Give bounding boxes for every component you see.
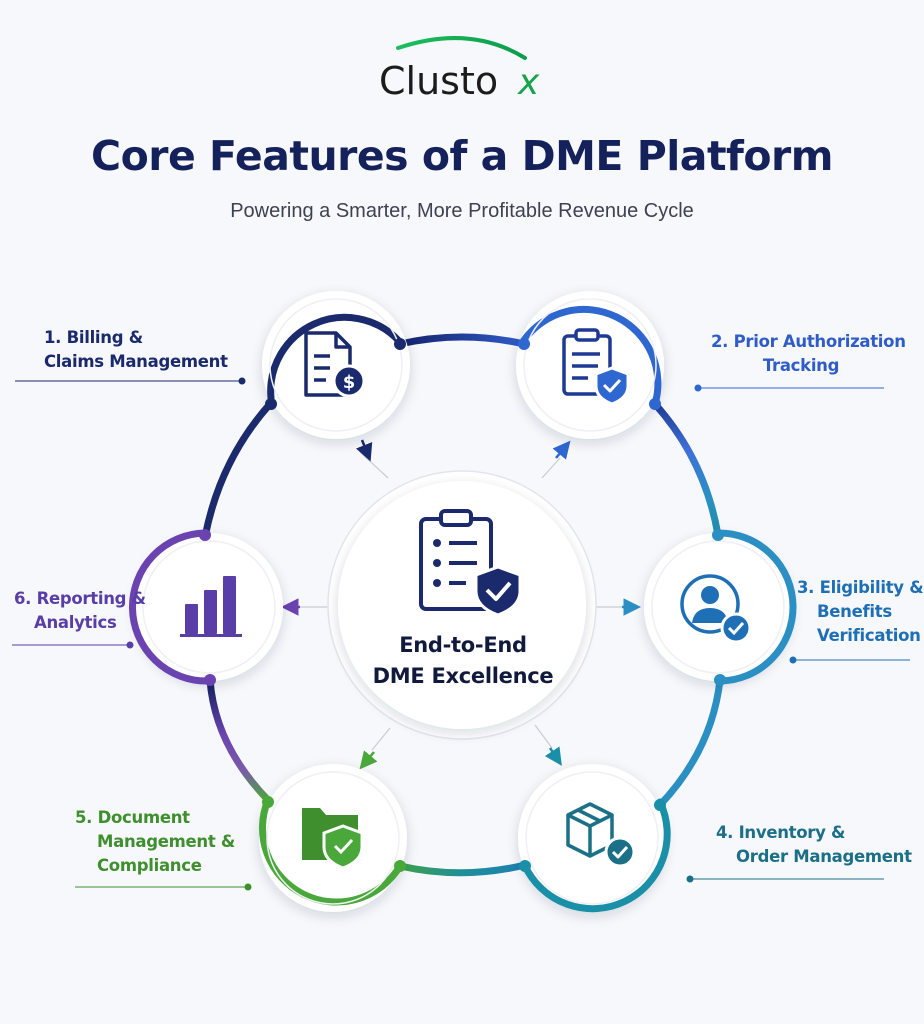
box-check-icon	[566, 802, 636, 868]
feature-node-reporting[interactable]	[129, 529, 283, 686]
folder-shield-icon	[302, 808, 364, 870]
feature-label-eligibility: 3. Eligibility & Benefits Verification	[797, 576, 924, 648]
user-check-icon	[680, 574, 752, 644]
label-leaders	[12, 377, 910, 891]
center-label-line1: End-to-End	[399, 633, 527, 657]
feature-label-line: 2. Prior Authorization	[711, 332, 906, 351]
feature-node-prior-authorization[interactable]	[516, 291, 664, 439]
feature-label-line: Compliance	[97, 856, 202, 875]
page-title: Core Features of a DME Platform	[90, 132, 834, 180]
feature-label-line: 4. Inventory &	[716, 823, 846, 842]
feature-node-inventory[interactable]	[518, 764, 671, 913]
center-label-line2: DME Excellence	[372, 664, 554, 688]
feature-label-line: 6. Reporting &	[14, 589, 146, 608]
bar-chart-icon	[180, 576, 242, 637]
center-hub	[327, 470, 597, 740]
ring-connectors	[201, 333, 724, 877]
feature-label-line: Tracking	[762, 356, 840, 375]
feature-label-line: 3. Eligibility &	[797, 578, 924, 597]
feature-label-document-management: 5. Document Management & Compliance	[75, 806, 235, 878]
page-subtitle: Powering a Smarter, More Profitable Reve…	[230, 200, 694, 222]
feature-label-line: 1. Billing &	[44, 328, 143, 347]
logo-x: x	[517, 62, 540, 103]
feature-label-line: Benefits	[817, 602, 892, 621]
feature-node-document-management[interactable]	[258, 764, 407, 912]
clustox-logo: Clusto x	[379, 36, 540, 103]
logo-swoosh	[396, 36, 527, 60]
dollar-sign: $	[343, 372, 356, 393]
feature-label-line: Analytics	[34, 613, 117, 632]
center-label: End-to-End DME Excellence	[353, 630, 573, 692]
clipboard-shield-icon	[562, 328, 630, 406]
feature-node-billing[interactable]: $	[262, 291, 410, 439]
feature-label-line: Order Management	[736, 847, 912, 866]
feature-label-inventory: 4. Inventory & Order Management	[716, 821, 912, 869]
spoke-arrows	[281, 439, 641, 770]
feature-label-line: 5. Document	[75, 808, 190, 827]
feature-node-eligibility[interactable]	[644, 529, 797, 686]
logo-text: Clusto	[379, 59, 498, 103]
document-dollar-icon	[304, 331, 366, 398]
feature-label-billing: 1. Billing & Claims Management	[44, 326, 228, 374]
feature-label-reporting: 6. Reporting & Analytics	[14, 587, 146, 635]
feature-label-line: Management &	[97, 832, 235, 851]
feature-label-line: Claims Management	[44, 352, 228, 371]
feature-label-prior-authorization: 2. Prior Authorization Tracking	[711, 330, 906, 378]
feature-label-line: Verification	[817, 626, 921, 645]
clipboard-checklist-shield-icon	[419, 509, 522, 617]
